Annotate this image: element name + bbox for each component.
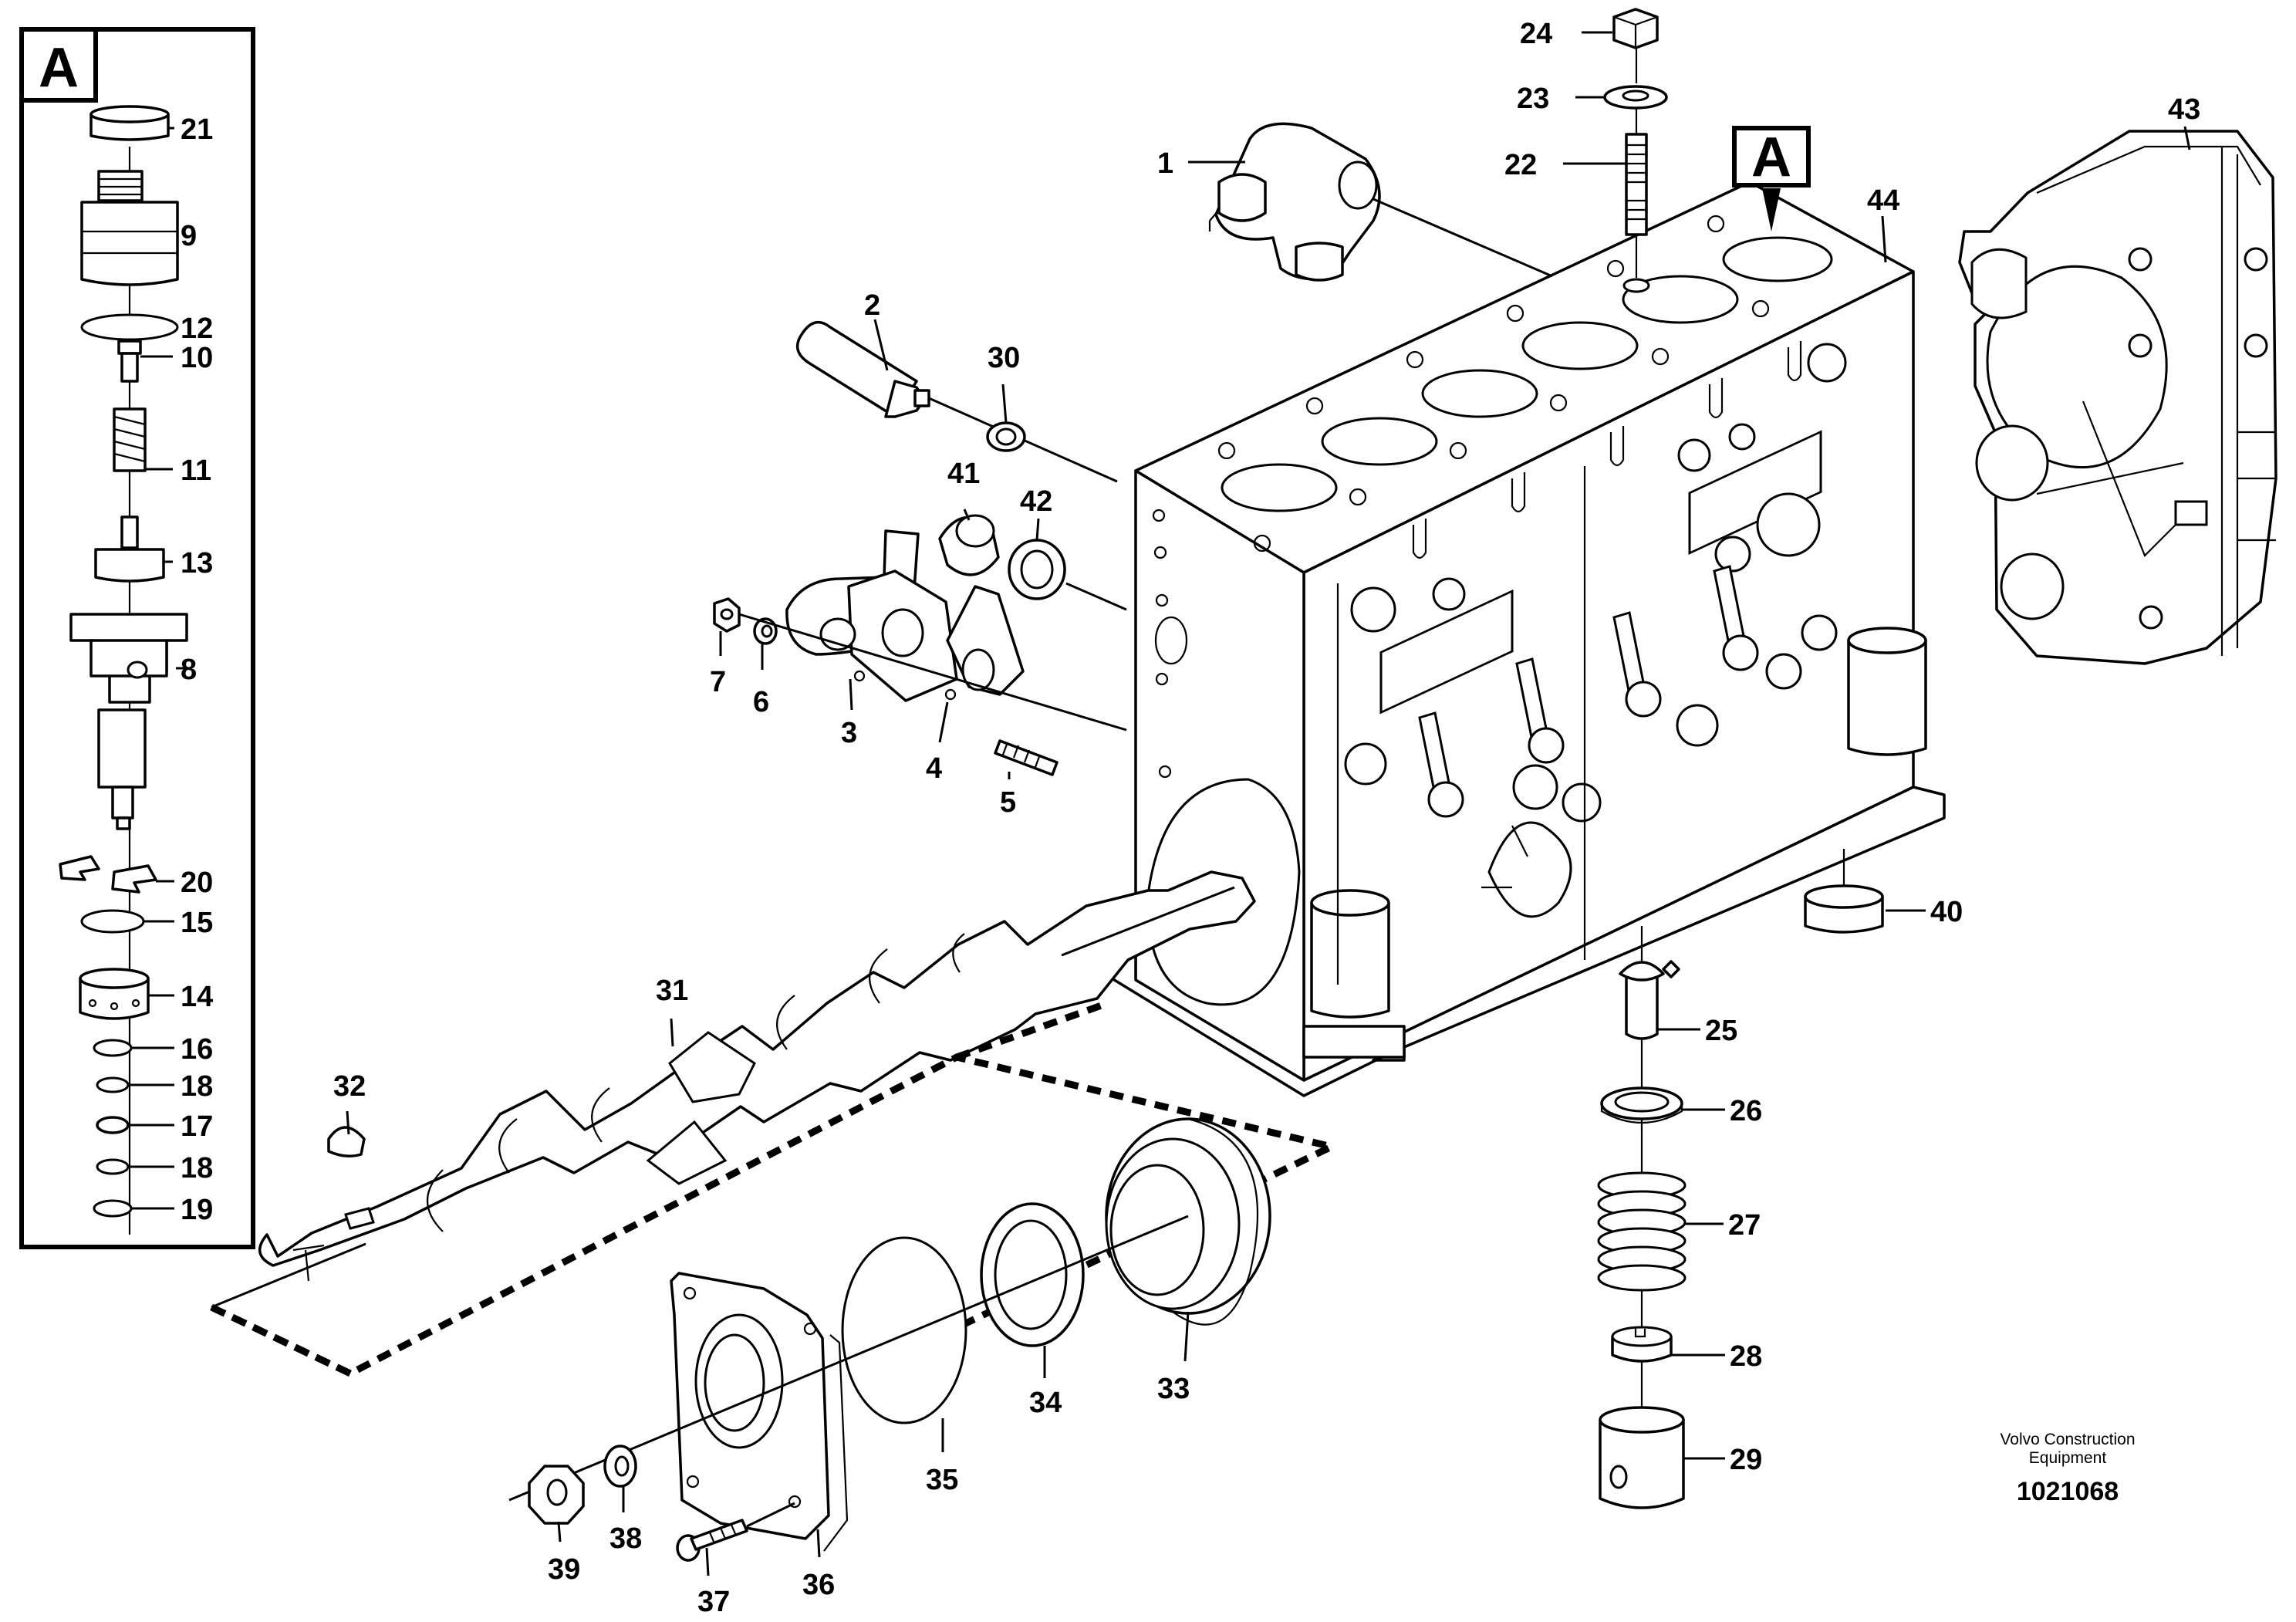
part-11-spring — [113, 407, 147, 472]
part-17-ring — [96, 1116, 130, 1134]
part-19-ring — [93, 1199, 133, 1218]
detail-panel-letter: A — [39, 37, 79, 99]
detail-panel-a: A — [19, 27, 255, 1249]
label-part-4: 4 — [926, 752, 942, 785]
part-39-nut — [528, 1465, 585, 1525]
label-part-22: 22 — [1504, 149, 1537, 181]
part-23-washer — [1603, 85, 1668, 110]
part-25-tappet-roller — [1619, 960, 1680, 1040]
part-2-sleeve — [795, 320, 930, 418]
part-34-seal — [980, 1202, 1085, 1347]
part-20-clips — [59, 855, 157, 894]
label-part-15: 15 — [181, 907, 213, 939]
part-7-nut — [713, 597, 741, 633]
label-part-36: 36 — [802, 1569, 835, 1601]
part-41-plug — [938, 514, 1000, 576]
part-32-woodruff-key — [327, 1126, 366, 1157]
part-18-ring-lower — [96, 1158, 130, 1175]
label-part-31: 31 — [656, 975, 688, 1007]
label-part-12: 12 — [181, 313, 213, 345]
part-8-pump-barrel — [69, 613, 188, 830]
label-part-18-lower: 18 — [181, 1152, 213, 1184]
label-part-8: 8 — [181, 654, 197, 686]
part-4-gasket — [944, 585, 1025, 701]
label-part-2: 2 — [864, 289, 880, 322]
part-40-cap — [1804, 884, 1884, 934]
label-part-7: 7 — [710, 666, 726, 698]
part-21-cap — [89, 105, 170, 141]
part-42-washer — [1008, 539, 1066, 600]
part-26-spring-seat — [1600, 1086, 1683, 1124]
label-part-10: 10 — [181, 342, 213, 374]
detail-marker-letter: A — [1751, 127, 1791, 188]
part-37-bolt — [676, 1519, 748, 1562]
label-part-24: 24 — [1520, 18, 1552, 50]
label-part-34: 34 — [1029, 1387, 1062, 1419]
credit-line-2: Equipment — [2029, 1449, 2107, 1467]
label-part-3: 3 — [841, 717, 857, 749]
part-36-cover — [670, 1272, 849, 1552]
part-14-sleeve — [79, 968, 150, 1020]
label-part-9: 9 — [181, 220, 197, 252]
label-part-30: 30 — [988, 342, 1020, 374]
part-12-o-ring — [80, 313, 179, 341]
label-part-14: 14 — [181, 981, 213, 1013]
part-43-governor — [1958, 130, 2277, 665]
detail-marker-box: A — [1732, 126, 1811, 231]
label-part-29: 29 — [1730, 1444, 1762, 1476]
label-part-16: 16 — [181, 1033, 213, 1066]
label-part-39: 39 — [548, 1553, 580, 1586]
label-part-18-upper: 18 — [181, 1070, 213, 1103]
part-16-ring — [93, 1039, 133, 1057]
part-15-o-ring — [80, 909, 145, 934]
label-part-1: 1 — [1157, 147, 1173, 180]
label-part-33: 33 — [1157, 1373, 1190, 1405]
part-27-spring — [1597, 1171, 1687, 1292]
label-part-35: 35 — [926, 1464, 958, 1496]
label-part-11: 11 — [181, 454, 211, 487]
part-5-stud — [994, 739, 1059, 776]
part-22-stud — [1625, 133, 1648, 236]
part-9-valve-holder — [80, 170, 179, 286]
label-part-44: 44 — [1867, 184, 1899, 217]
part-35-o-ring — [841, 1236, 967, 1424]
label-part-5: 5 — [1000, 786, 1016, 819]
label-part-42: 42 — [1020, 485, 1052, 518]
part-6-washer — [753, 617, 778, 645]
credit-line-1: Volvo Construction — [2000, 1431, 2135, 1448]
part-10-valve — [117, 340, 142, 383]
part-38-lock-washer — [603, 1445, 637, 1488]
part-1-fitting — [1208, 122, 1381, 282]
assembly-dashed-bracket — [210, 999, 1342, 1378]
part-3-connector — [785, 529, 958, 702]
label-part-32: 32 — [333, 1070, 366, 1103]
label-part-27: 27 — [1728, 1209, 1761, 1242]
label-part-13: 13 — [181, 547, 213, 580]
part-28-spring-retainer — [1611, 1326, 1673, 1363]
part-18-ring-upper — [96, 1076, 130, 1093]
part-33-bearing — [1105, 1117, 1271, 1326]
label-part-6: 6 — [753, 686, 769, 718]
label-part-26: 26 — [1730, 1095, 1762, 1127]
part-13-element — [94, 515, 165, 583]
label-part-40: 40 — [1930, 896, 1963, 928]
label-part-38: 38 — [609, 1522, 642, 1555]
part-44-pump-housing — [1100, 181, 1946, 1097]
part-24-nut — [1612, 8, 1659, 49]
label-part-41: 41 — [947, 458, 980, 490]
part-31-camshaft — [258, 870, 1256, 1282]
label-part-37: 37 — [697, 1586, 730, 1618]
label-part-23: 23 — [1517, 83, 1549, 115]
label-part-19: 19 — [181, 1194, 213, 1226]
label-part-21: 21 — [181, 113, 213, 146]
label-part-17: 17 — [181, 1110, 213, 1143]
label-part-25: 25 — [1705, 1015, 1737, 1047]
label-part-28: 28 — [1730, 1340, 1762, 1373]
label-part-20: 20 — [181, 867, 213, 899]
drawing-number: 1021068 — [2017, 1477, 2119, 1506]
label-part-43: 43 — [2168, 93, 2200, 126]
part-29-tappet — [1599, 1406, 1685, 1509]
